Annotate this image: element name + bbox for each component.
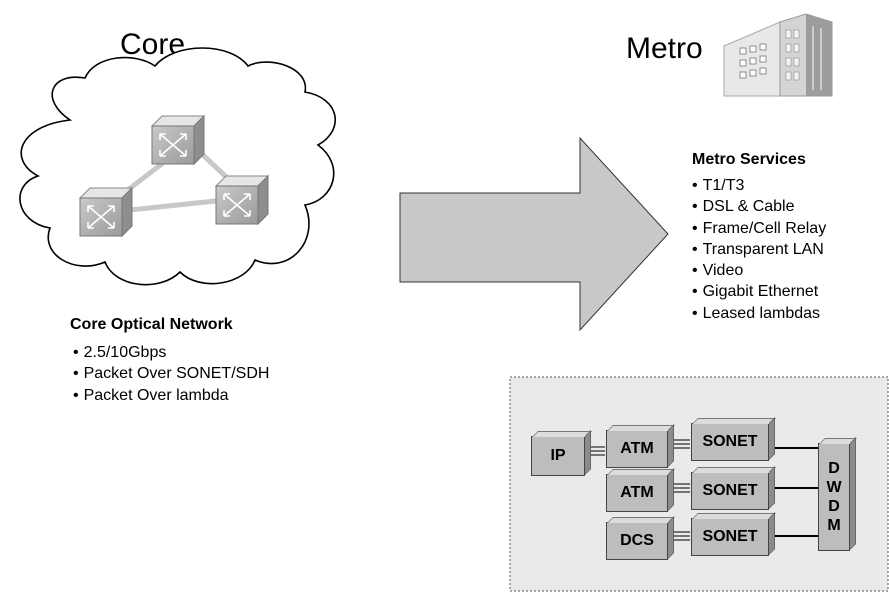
dcs-layer-box: DCS [606, 522, 668, 560]
dwdm-letter: D [828, 498, 840, 515]
optical-switch-icon [214, 174, 270, 226]
dwdm-letter: D [828, 460, 840, 477]
atm-layer-box: ATM [606, 474, 668, 512]
optical-switch-icon [78, 186, 134, 238]
cloud-icon [19, 47, 336, 286]
list-item: 2.5/10Gbps [73, 342, 269, 363]
metro-title: Metro [626, 32, 703, 65]
optical-switch-icon [150, 114, 206, 166]
list-item: Packet Over SONET/SDH [73, 363, 270, 384]
list-item: T1/T3 [692, 175, 826, 196]
office-building-icon [723, 13, 833, 97]
ip-layer-box: IP [531, 436, 585, 476]
atm-label: ATM [620, 440, 654, 457]
ip-label: IP [550, 447, 566, 464]
core-heading: Core Optical Network [70, 316, 233, 333]
sonet-layer-box: SONET [691, 472, 769, 510]
sonet-label: SONET [702, 482, 758, 499]
sonet-label: SONET [702, 433, 758, 450]
right-arrow-icon [399, 136, 669, 332]
list-item: DSL & Cable [692, 196, 826, 217]
list-item: Video [692, 260, 826, 281]
dcs-label: DCS [620, 532, 654, 549]
list-item: Leased lambdas [692, 303, 826, 324]
list-item: Gigabit Ethernet [692, 281, 826, 302]
core-feature-list: 2.5/10Gbps Packet Over SONET/SDH Packet … [73, 342, 270, 406]
atm-label: ATM [620, 484, 654, 501]
metro-heading: Metro Services [692, 151, 806, 168]
list-item: Frame/Cell Relay [692, 218, 827, 239]
sonet-label: SONET [702, 528, 758, 545]
atm-layer-box: ATM [606, 430, 668, 468]
list-item: Packet Over lambda [73, 385, 269, 406]
dwdm-letter: W [826, 479, 842, 496]
sonet-layer-box: SONET [691, 518, 769, 556]
list-item: Transparent LAN [692, 239, 826, 260]
metro-service-list: T1/T3 DSL & Cable Frame/Cell Relay Trans… [692, 175, 827, 324]
dwdm-letter: M [827, 517, 841, 534]
sonet-layer-box: SONET [691, 423, 769, 461]
dwdm-layer-box: D W D M [818, 443, 850, 551]
